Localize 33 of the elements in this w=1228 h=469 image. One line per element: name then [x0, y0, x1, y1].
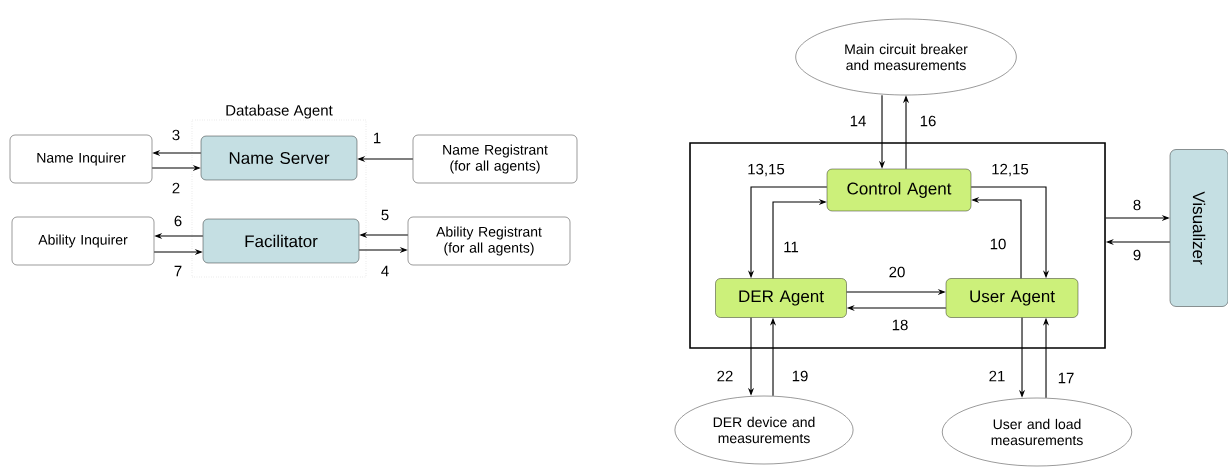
process-box: Ability Registrant (for all agents) — [407, 216, 571, 266]
edge-label: 3 — [170, 128, 182, 142]
edge-label: 13,15 — [746, 162, 786, 178]
edge-label: 14 — [848, 114, 868, 128]
visualizer-box: Visualizer — [1169, 149, 1228, 307]
edge-label: 11 — [782, 240, 800, 254]
agent-box: User Agent — [945, 278, 1079, 318]
edge-label: 1 — [371, 131, 383, 145]
process-box: Ability Inquirer — [11, 216, 155, 266]
edge-label: 10 — [988, 237, 1008, 251]
agent-box: Facilitator — [202, 218, 360, 264]
edge-label: 20 — [887, 265, 907, 279]
frame-box — [689, 142, 1106, 349]
edge-label: 16 — [918, 114, 938, 128]
edge-label: 21 — [987, 369, 1007, 383]
edge-label: 17 — [1056, 371, 1076, 385]
edge-label: 7 — [172, 264, 184, 278]
edge-label: 8 — [1131, 198, 1143, 212]
group-heading: Database Agent — [226, 104, 333, 119]
edge-label: 12,15 — [990, 162, 1030, 178]
edge-label: 6 — [172, 214, 184, 228]
agent-box: Control Agent — [826, 168, 972, 212]
agent-box: Name Server — [200, 135, 358, 181]
edge-label: 22 — [715, 369, 735, 383]
edge-label: 4 — [379, 264, 391, 278]
process-box: Name Inquirer — [9, 134, 153, 184]
edge-label: 18 — [890, 318, 910, 332]
edge-label: 5 — [379, 208, 391, 222]
process-box: Name Registrant (for all agents) — [412, 134, 578, 184]
edge-label: 2 — [170, 181, 182, 195]
edge-label: 9 — [1131, 248, 1143, 262]
agent-box: DER Agent — [715, 278, 847, 318]
edge-label: 19 — [790, 369, 810, 383]
